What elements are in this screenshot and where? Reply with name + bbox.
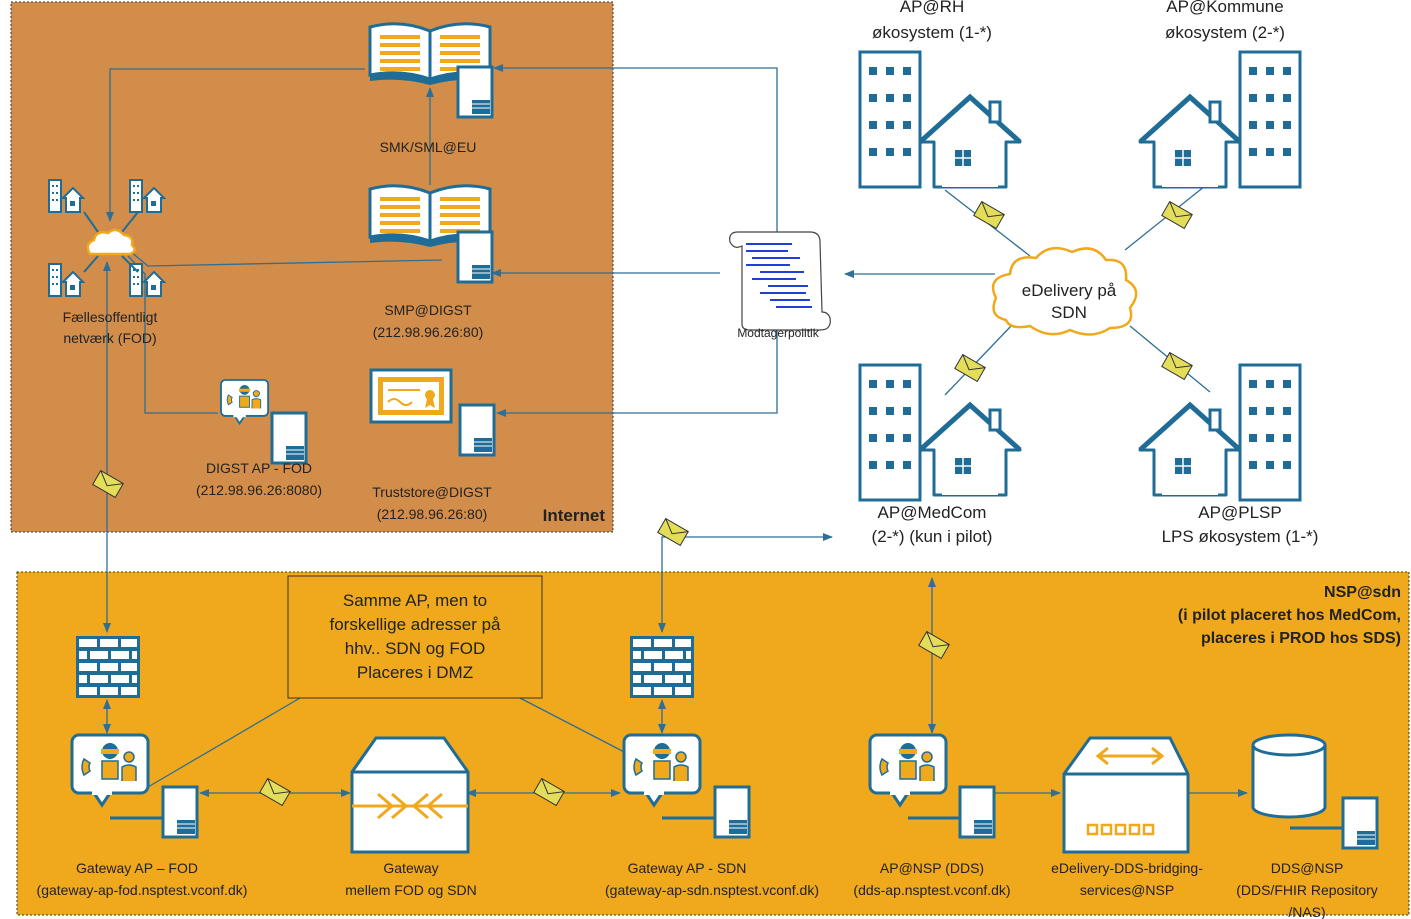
dds-label: DDS@NSP xyxy=(1271,860,1344,876)
gateway-ap-fod-server-icon xyxy=(161,785,199,839)
gw-fod-label-2: (gateway-ap-fod.nsptest.vconf.dk) xyxy=(37,882,248,898)
firewall-fod-icon xyxy=(76,636,140,698)
smk-label: SMK/SML@EU xyxy=(380,139,477,155)
connector-cloud-medcom xyxy=(944,324,1013,396)
firewall-sdn-icon xyxy=(630,636,694,698)
digst-ap-server-icon xyxy=(270,411,308,465)
connector-policy-smk xyxy=(493,64,778,232)
gateway-label: Gateway xyxy=(383,860,438,876)
house-icon xyxy=(1140,97,1240,187)
database-icon xyxy=(1251,733,1327,819)
policy-scroll-icon xyxy=(729,231,831,331)
building-icon xyxy=(858,363,922,502)
ap-kommune-label-2: økosystem (2-*) xyxy=(1165,23,1285,42)
building-icon xyxy=(1238,363,1302,502)
internet-zone xyxy=(10,1,614,533)
policy-label: Modtagerpolitik xyxy=(737,326,819,340)
digst-ap-label: DIGST AP - FOD xyxy=(206,460,312,476)
dmz-note-line1: Samme AP, men to xyxy=(343,591,487,610)
ap-medcom-label: AP@MedCom xyxy=(878,503,987,522)
gateway-ap-sdn-server-icon xyxy=(713,785,751,839)
nsp-zone-label: NSP@sdn xyxy=(1324,584,1401,601)
envelope-icon xyxy=(1161,201,1193,229)
dmz-note-box xyxy=(287,575,543,699)
ap-plsp-label: AP@PLSP xyxy=(1198,503,1281,522)
gateway-ap-fod-icon xyxy=(70,733,150,807)
fod-network-icon xyxy=(48,179,165,297)
gateway-box-icon xyxy=(350,736,470,854)
note-connector-left xyxy=(147,697,301,788)
fod-label: Fællesoffentligt xyxy=(63,309,158,325)
smk-server-icon xyxy=(456,65,494,119)
gw-sdn-label: Gateway AP - SDN xyxy=(628,860,747,876)
dmz-note-line4: Placeres i DMZ xyxy=(357,663,473,682)
ap-medcom-label-2: (2-*) (kun i pilot) xyxy=(872,527,993,546)
ap-kommune-label: AP@Kommune xyxy=(1166,0,1283,16)
truststore-server-icon xyxy=(458,403,496,457)
bridging-device-icon xyxy=(1062,736,1190,854)
connector-policy-truststore xyxy=(496,330,778,417)
smp-address: (212.98.96.26:80) xyxy=(373,324,484,340)
connector-sdn-medcom xyxy=(658,533,833,633)
cloud-label: eDelivery på xyxy=(1022,281,1117,300)
nsp-zone-label-3: placeres i PROD hos SDS) xyxy=(1201,630,1401,647)
ap-rh-label-2: økosystem (1-*) xyxy=(872,23,992,42)
cloud-label-2: SDN xyxy=(1051,303,1087,322)
note-connector-right xyxy=(519,697,631,756)
ap-nsp-label-2: (dds-ap.nsptest.vconf.dk) xyxy=(853,882,1010,898)
house-icon xyxy=(1140,405,1240,495)
dds-server-icon xyxy=(1341,796,1379,850)
smp-server-icon xyxy=(456,230,494,284)
connector-smk-fod xyxy=(106,68,365,222)
digst-ap-address: (212.98.96.26:8080) xyxy=(196,482,322,498)
nsp-zone-label-2: (i pilot placeret hos MedCom, xyxy=(1178,607,1401,624)
dmz-note-line3: hhv.. SDN og FOD xyxy=(345,639,485,658)
truststore-address: (212.98.96.26:80) xyxy=(377,506,488,522)
house-icon xyxy=(920,97,1020,187)
bridging-label-2: services@NSP xyxy=(1080,882,1174,898)
edelivery-cloud-icon xyxy=(991,246,1138,336)
fod-label-2: netværk (FOD) xyxy=(63,330,156,346)
internet-zone-label: Internet xyxy=(543,506,606,525)
gateway-label-2: mellem FOD og SDN xyxy=(345,882,476,898)
envelope-icon xyxy=(973,201,1005,229)
gw-sdn-label-2: (gateway-ap-sdn.nsptest.vconf.dk) xyxy=(605,882,819,898)
dds-label-2: (DDS/FHIR Repository xyxy=(1236,882,1378,898)
ap-plsp-label-2: LPS økosystem (1-*) xyxy=(1162,527,1319,546)
ap-rh-label: AP@RH xyxy=(900,0,965,16)
house-icon xyxy=(920,405,1020,495)
building-icon xyxy=(1238,50,1302,189)
digst-ap-icon xyxy=(220,379,270,425)
smp-label: SMP@DIGST xyxy=(384,302,472,318)
bridging-label: eDelivery-DDS-bridging- xyxy=(1051,860,1203,876)
dmz-note-line2: forskellige adresser på xyxy=(329,615,501,634)
building-icon xyxy=(858,50,922,189)
gateway-ap-sdn-icon xyxy=(622,733,702,807)
ap-nsp-icon xyxy=(868,733,948,807)
certificate-icon xyxy=(369,368,453,424)
dds-label-3: /NAS) xyxy=(1288,904,1325,919)
gw-fod-label: Gateway AP – FOD xyxy=(76,860,198,876)
ap-nsp-label: AP@NSP (DDS) xyxy=(880,860,984,876)
ap-nsp-server-icon xyxy=(958,785,996,839)
truststore-label: Truststore@DIGST xyxy=(372,484,492,500)
